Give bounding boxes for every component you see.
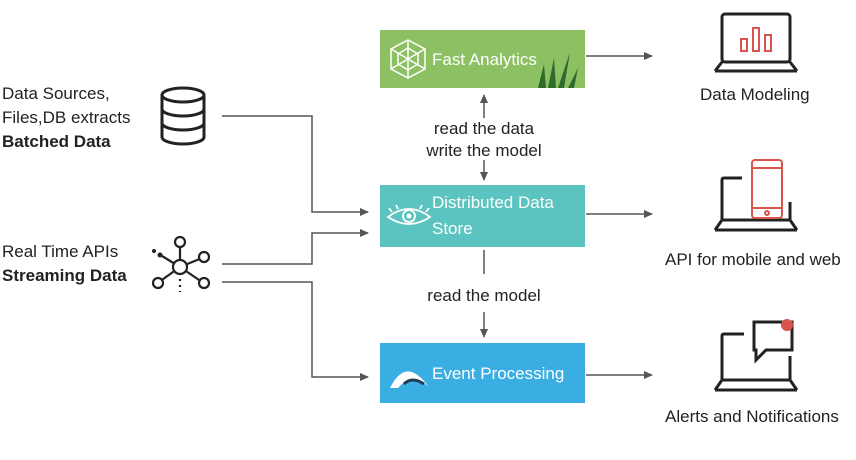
stream-source-line2: Streaming Data xyxy=(2,266,127,285)
edge-batch-to-store xyxy=(222,115,369,216)
edge-label-top-line1: read the data xyxy=(433,119,535,138)
hexagon-mesh-icon xyxy=(390,39,426,79)
edge-label-top-line2: write the model xyxy=(426,141,542,160)
data-store-box: Distributed Data Store xyxy=(380,185,585,247)
database-icon xyxy=(160,86,206,146)
batch-source-label: Data Sources, Files,DB extracts Batched … xyxy=(2,82,130,154)
laptop-bar-chart-icon xyxy=(714,12,798,73)
grass-icon xyxy=(538,52,578,88)
event-processing-box: Event Processing xyxy=(380,343,585,403)
stream-source-line1: Real Time APIs xyxy=(2,242,119,261)
event-processing-label: Event Processing xyxy=(432,363,565,383)
alerts-label: Alerts and Notifications xyxy=(665,407,839,426)
api-label: API for mobile and web xyxy=(665,250,841,269)
eye-icon xyxy=(386,205,432,225)
batch-source-line3: Batched Data xyxy=(2,132,111,151)
batch-source-line2: Files,DB extracts xyxy=(2,108,131,127)
laptop-phone-icon xyxy=(714,159,798,232)
data-store-label-line2: Store xyxy=(432,219,473,238)
laptop-chat-icon xyxy=(714,319,798,392)
stream-source-label: Real Time APIs Streaming Data xyxy=(2,240,127,288)
edge-label-top: read the data write the model xyxy=(410,118,558,162)
data-modeling-label: Data Modeling xyxy=(700,85,810,104)
edge-stream-to-event xyxy=(222,281,369,381)
batch-source-line1: Data Sources, xyxy=(2,84,110,103)
data-store-label: Distributed Data Store xyxy=(432,190,554,242)
edge-stream-to-store xyxy=(222,229,369,265)
data-store-label-line1: Distributed Data xyxy=(432,193,554,212)
fast-analytics-box: Fast Analytics xyxy=(380,30,585,88)
edge-label-bottom: read the model xyxy=(427,286,541,305)
network-hub-icon xyxy=(151,235,211,292)
wave-logo-icon xyxy=(390,371,428,388)
fast-analytics-label: Fast Analytics xyxy=(432,49,537,69)
